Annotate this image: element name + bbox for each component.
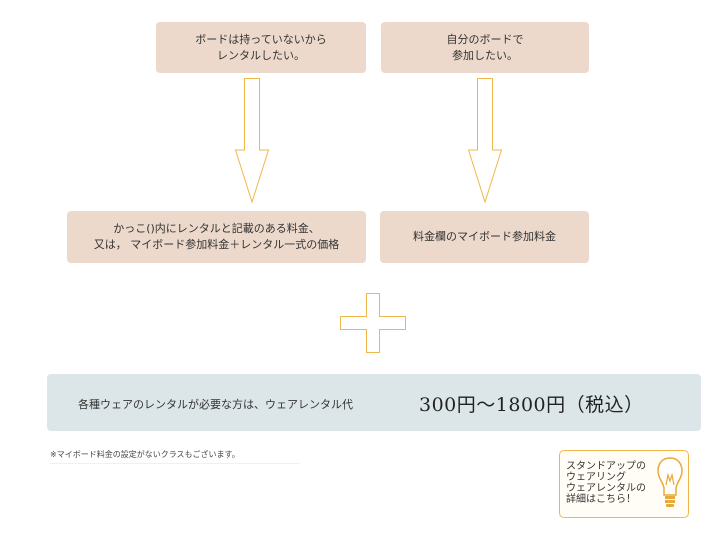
- lightbulb-icon: [657, 457, 683, 507]
- option-own-line-1: 自分のボードで: [446, 32, 524, 46]
- option-rent-line-1: ボードは持っていないから: [195, 32, 327, 46]
- plus-icon: [340, 293, 406, 353]
- wear-rental-link-text: スタンドアップの ウェアリング ウェアレンタルの 詳細はこちら！: [566, 461, 646, 505]
- wear-link-line-4: 詳細はこちら！: [566, 494, 636, 505]
- option-rent-line-2: レンタルしたい。: [217, 48, 305, 62]
- wear-rental-banner: 各種ウェアのレンタルが必要な方は、ウェアレンタル代 300円～1800円（税込）: [47, 374, 701, 431]
- wear-rental-link[interactable]: スタンドアップの ウェアリング ウェアレンタルの 詳細はこちら！: [559, 450, 689, 518]
- wear-link-line-1: スタンドアップの: [566, 461, 646, 472]
- price-rental-box: かっこ()内にレンタルと記載のある料金、 又は， マイボード参加料金＋レンタル一…: [67, 211, 366, 263]
- price-rental-line-2: 又は， マイボード参加料金＋レンタル一式の価格: [93, 238, 340, 251]
- note-divider: [50, 463, 300, 464]
- option-own-line-2: 参加したい。: [452, 48, 518, 62]
- arrow-down-left: [234, 78, 270, 204]
- option-own-board-box: 自分のボードで 参加したい。: [381, 22, 589, 73]
- arrow-down-right: [467, 78, 503, 204]
- wear-rental-price: 300円～1800円（税込）: [419, 394, 644, 416]
- wear-rental-text: 各種ウェアのレンタルが必要な方は、ウェアレンタル代: [78, 398, 353, 411]
- my-board-note: ※マイボード料金の設定がないクラスもございます。: [50, 450, 240, 459]
- wear-link-line-2: ウェアリング: [566, 472, 626, 483]
- price-own-board-box: 料金欄のマイボード参加料金: [380, 211, 589, 263]
- price-rental-line-1: かっこ()内にレンタルと記載のある料金、: [113, 222, 320, 235]
- option-rent-box: ボードは持っていないから レンタルしたい。: [156, 22, 366, 73]
- wear-link-line-3: ウェアレンタルの: [566, 483, 646, 494]
- price-own-line-1: 料金欄のマイボード参加料金: [413, 230, 556, 243]
